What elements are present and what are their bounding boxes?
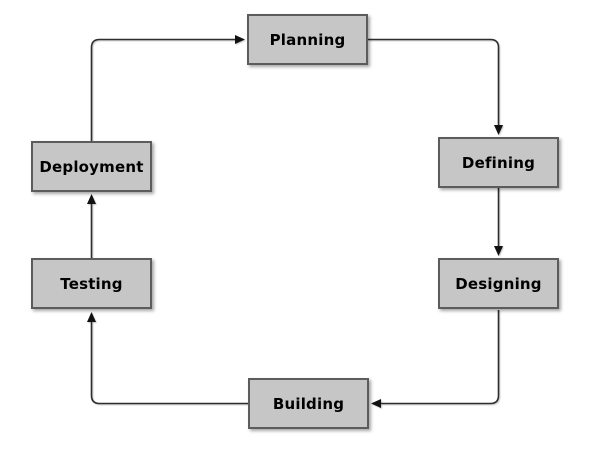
connector-deployment-to-planning: [90, 35, 245, 141]
node-planning: Planning: [247, 14, 368, 65]
node-building: Building: [248, 378, 369, 429]
node-defining: Defining: [438, 137, 559, 188]
node-deployment: Deployment: [31, 141, 152, 192]
node-testing-label: Testing: [60, 274, 123, 293]
connector-designing-to-building: [371, 310, 500, 408]
node-testing: Testing: [31, 258, 152, 309]
node-defining-label: Defining: [461, 153, 536, 172]
node-deployment-label: Deployment: [39, 157, 144, 176]
node-designing-label: Designing: [455, 274, 542, 293]
connector-building-to-testing: [87, 312, 248, 405]
connector-planning-to-defining: [368, 38, 503, 135]
node-building-label: Building: [272, 394, 345, 413]
node-designing: Designing: [438, 258, 559, 309]
node-planning-label: Planning: [269, 30, 346, 49]
